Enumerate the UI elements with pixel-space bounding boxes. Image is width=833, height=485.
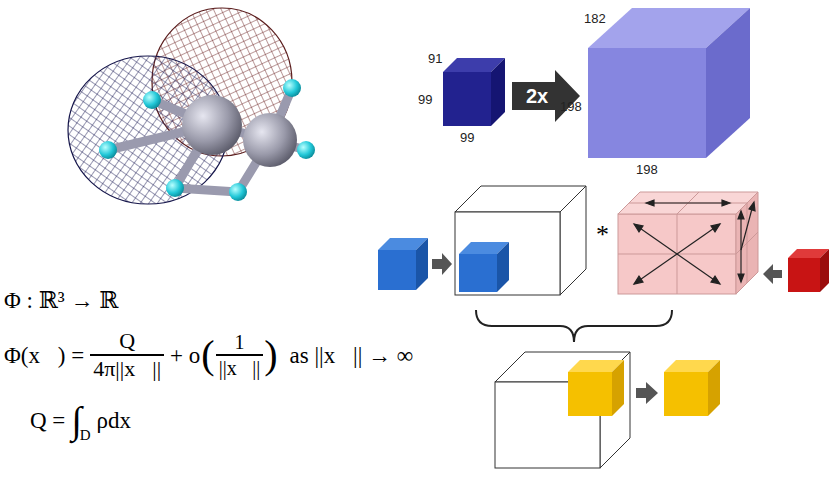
numerator: Q xyxy=(119,330,135,352)
formula-text: Φ(x⃗) = xyxy=(4,344,84,367)
small-cube xyxy=(443,58,505,126)
dimension-label: 99 xyxy=(460,131,474,144)
dimension-label: 198 xyxy=(560,100,582,113)
denominator: ||x⃗|| xyxy=(219,358,261,378)
formula-text: Φ : ℝ³ → ℝ xyxy=(4,289,118,312)
fraction-bar xyxy=(216,354,264,356)
numerator: 1 xyxy=(234,332,244,352)
input-cube xyxy=(459,242,509,292)
large-cube xyxy=(588,8,750,158)
convolution-symbol: * xyxy=(596,222,609,248)
output-cube xyxy=(664,360,720,416)
parenthesis: ) xyxy=(264,335,277,375)
formula-text: as ||x⃗|| → ∞ xyxy=(290,344,414,367)
arrow xyxy=(763,264,782,284)
input-cube xyxy=(378,238,428,290)
molecule-illustration xyxy=(68,8,315,204)
dimension-label: 182 xyxy=(584,12,606,25)
fraction-bar xyxy=(90,354,164,356)
scale-arrow: 2x xyxy=(512,70,580,122)
padded-volume xyxy=(455,186,586,295)
formula-text: + o xyxy=(170,344,200,367)
kernel-cube xyxy=(618,192,758,294)
scale-factor: 2x xyxy=(526,85,548,108)
dimension-label: 198 xyxy=(636,163,658,176)
arrow xyxy=(636,382,658,404)
dimension-label: 91 xyxy=(428,52,442,65)
dimension-label: 99 xyxy=(418,93,432,106)
denominator: 4π||x⃗|| xyxy=(93,358,161,380)
bracket xyxy=(476,310,672,342)
output-cube xyxy=(568,360,624,416)
parenthesis: ( xyxy=(201,335,214,375)
formula-text: ρdx⃗ xyxy=(97,409,149,432)
red-cube xyxy=(788,249,829,292)
formula-text: Q = xyxy=(30,409,65,432)
output-volume xyxy=(495,352,630,468)
arrow xyxy=(432,253,452,275)
integral-domain: D xyxy=(80,428,91,443)
